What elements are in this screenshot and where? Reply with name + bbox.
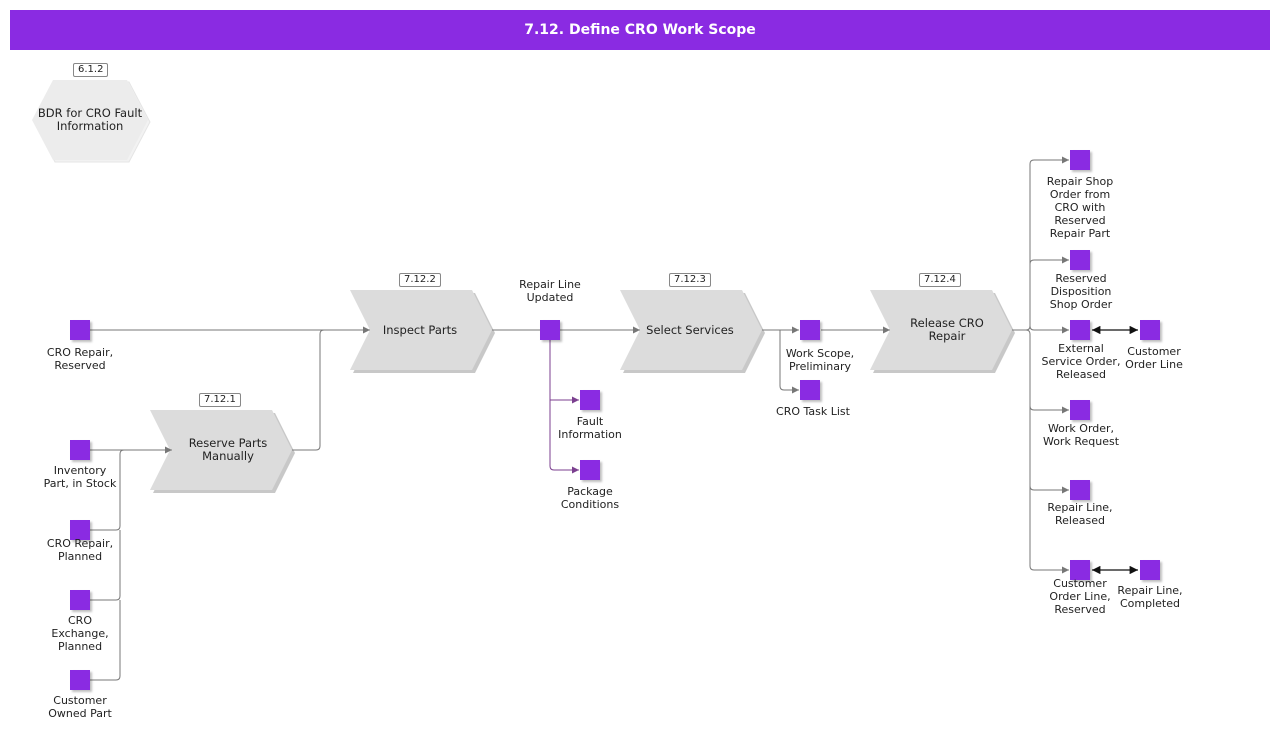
object-label-cro-task-list: CRO Task List — [776, 405, 850, 418]
process-ref-inspect-parts: 7.12.2 — [399, 273, 441, 287]
connector-inputs-bus — [90, 449, 125, 531]
event-hexagon-shape[interactable] — [32, 80, 148, 160]
object-label-repair-line-updated: Repair Line Updated — [519, 278, 581, 304]
process-ref-release-cro-repair: 7.12.4 — [919, 273, 961, 287]
object-label-package-conditions: Package Conditions — [560, 485, 620, 511]
object-label-reserved-disposition: Reserved Disposition Shop Order — [1049, 272, 1113, 311]
object-label-repair-line-completed: Repair Line, Completed — [1117, 584, 1183, 610]
object-node-work-scope-preliminary[interactable] — [800, 320, 820, 340]
object-node-fault-information[interactable] — [580, 390, 600, 410]
connector-customer-owned-bus — [90, 600, 121, 681]
object-node-external-service-order[interactable] — [1070, 320, 1090, 340]
process-ref-select-services: 7.12.3 — [669, 273, 711, 287]
process-release-cro-repair[interactable]: Release CRO Repair — [910, 316, 984, 343]
object-label-repair-line-released: Repair Line, Released — [1047, 501, 1113, 527]
object-label-work-order-request: Work Order, Work Request — [1042, 422, 1120, 448]
object-node-cro-repair-planned[interactable] — [70, 520, 90, 540]
object-label-fault-information: Fault Information — [558, 415, 622, 441]
connector-select-to-task-list — [779, 330, 799, 394]
event-label: BDR for CRO Fault Information — [37, 106, 143, 133]
process-select-services[interactable]: Select Services — [646, 322, 734, 337]
connector-reserve-to-inspect — [292, 329, 325, 451]
object-node-repair-shop-order[interactable] — [1070, 150, 1090, 170]
process-reserve-parts-manually[interactable]: Reserve Parts Manually — [188, 436, 268, 463]
object-node-package-conditions[interactable] — [580, 460, 600, 480]
process-inspect-parts[interactable]: Inspect Parts — [382, 322, 458, 337]
object-label-external-service-order: External Service Order, Released — [1041, 342, 1121, 381]
object-node-repair-line-updated[interactable] — [540, 320, 560, 340]
object-label-cro-exchange-planned: CRO Exchange, Planned — [51, 614, 109, 653]
event-ref-tag: 6.1.2 — [73, 63, 109, 77]
bidirectional-links — [1092, 325, 1138, 575]
connector-exchange-bus — [90, 530, 121, 601]
object-node-cro-task-list[interactable] — [800, 380, 820, 400]
object-node-cro-exchange-planned[interactable] — [70, 590, 90, 610]
object-label-repair-shop-order: Repair Shop Order from CRO with Reserved… — [1046, 175, 1114, 240]
object-node-work-order-request[interactable] — [1070, 400, 1090, 420]
object-node-cro-repair-reserved[interactable] — [70, 320, 90, 340]
subflow-connectors — [549, 340, 579, 474]
object-node-inventory-part[interactable] — [70, 440, 90, 460]
object-label-inventory-part: Inventory Part, in Stock — [43, 464, 117, 490]
object-label-work-scope-preliminary: Work Scope, Preliminary — [785, 347, 855, 373]
connectors — [90, 156, 1069, 681]
object-label-customer-owned-part: Customer Owned Part — [48, 694, 112, 720]
object-label-customer-order-line-reserved: Customer Order Line, Reserved — [1049, 577, 1111, 616]
object-node-customer-owned-part[interactable] — [70, 670, 90, 690]
object-node-repair-line-completed[interactable] — [1140, 560, 1160, 580]
process-ref-reserve-parts: 7.12.1 — [199, 393, 241, 407]
object-node-repair-line-released[interactable] — [1070, 480, 1090, 500]
diagram-title: 7.12. Define CRO Work Scope — [10, 10, 1270, 50]
object-node-customer-order-line[interactable] — [1140, 320, 1160, 340]
object-label-cro-repair-planned: CRO Repair, Planned — [46, 537, 114, 563]
object-label-cro-repair-reserved: CRO Repair, Reserved — [46, 346, 114, 372]
object-node-reserved-disposition[interactable] — [1070, 250, 1090, 270]
object-node-customer-order-line-reserved[interactable] — [1070, 560, 1090, 580]
object-label-customer-order-line: Customer Order Line — [1125, 345, 1183, 371]
process-shapes — [150, 290, 1015, 493]
